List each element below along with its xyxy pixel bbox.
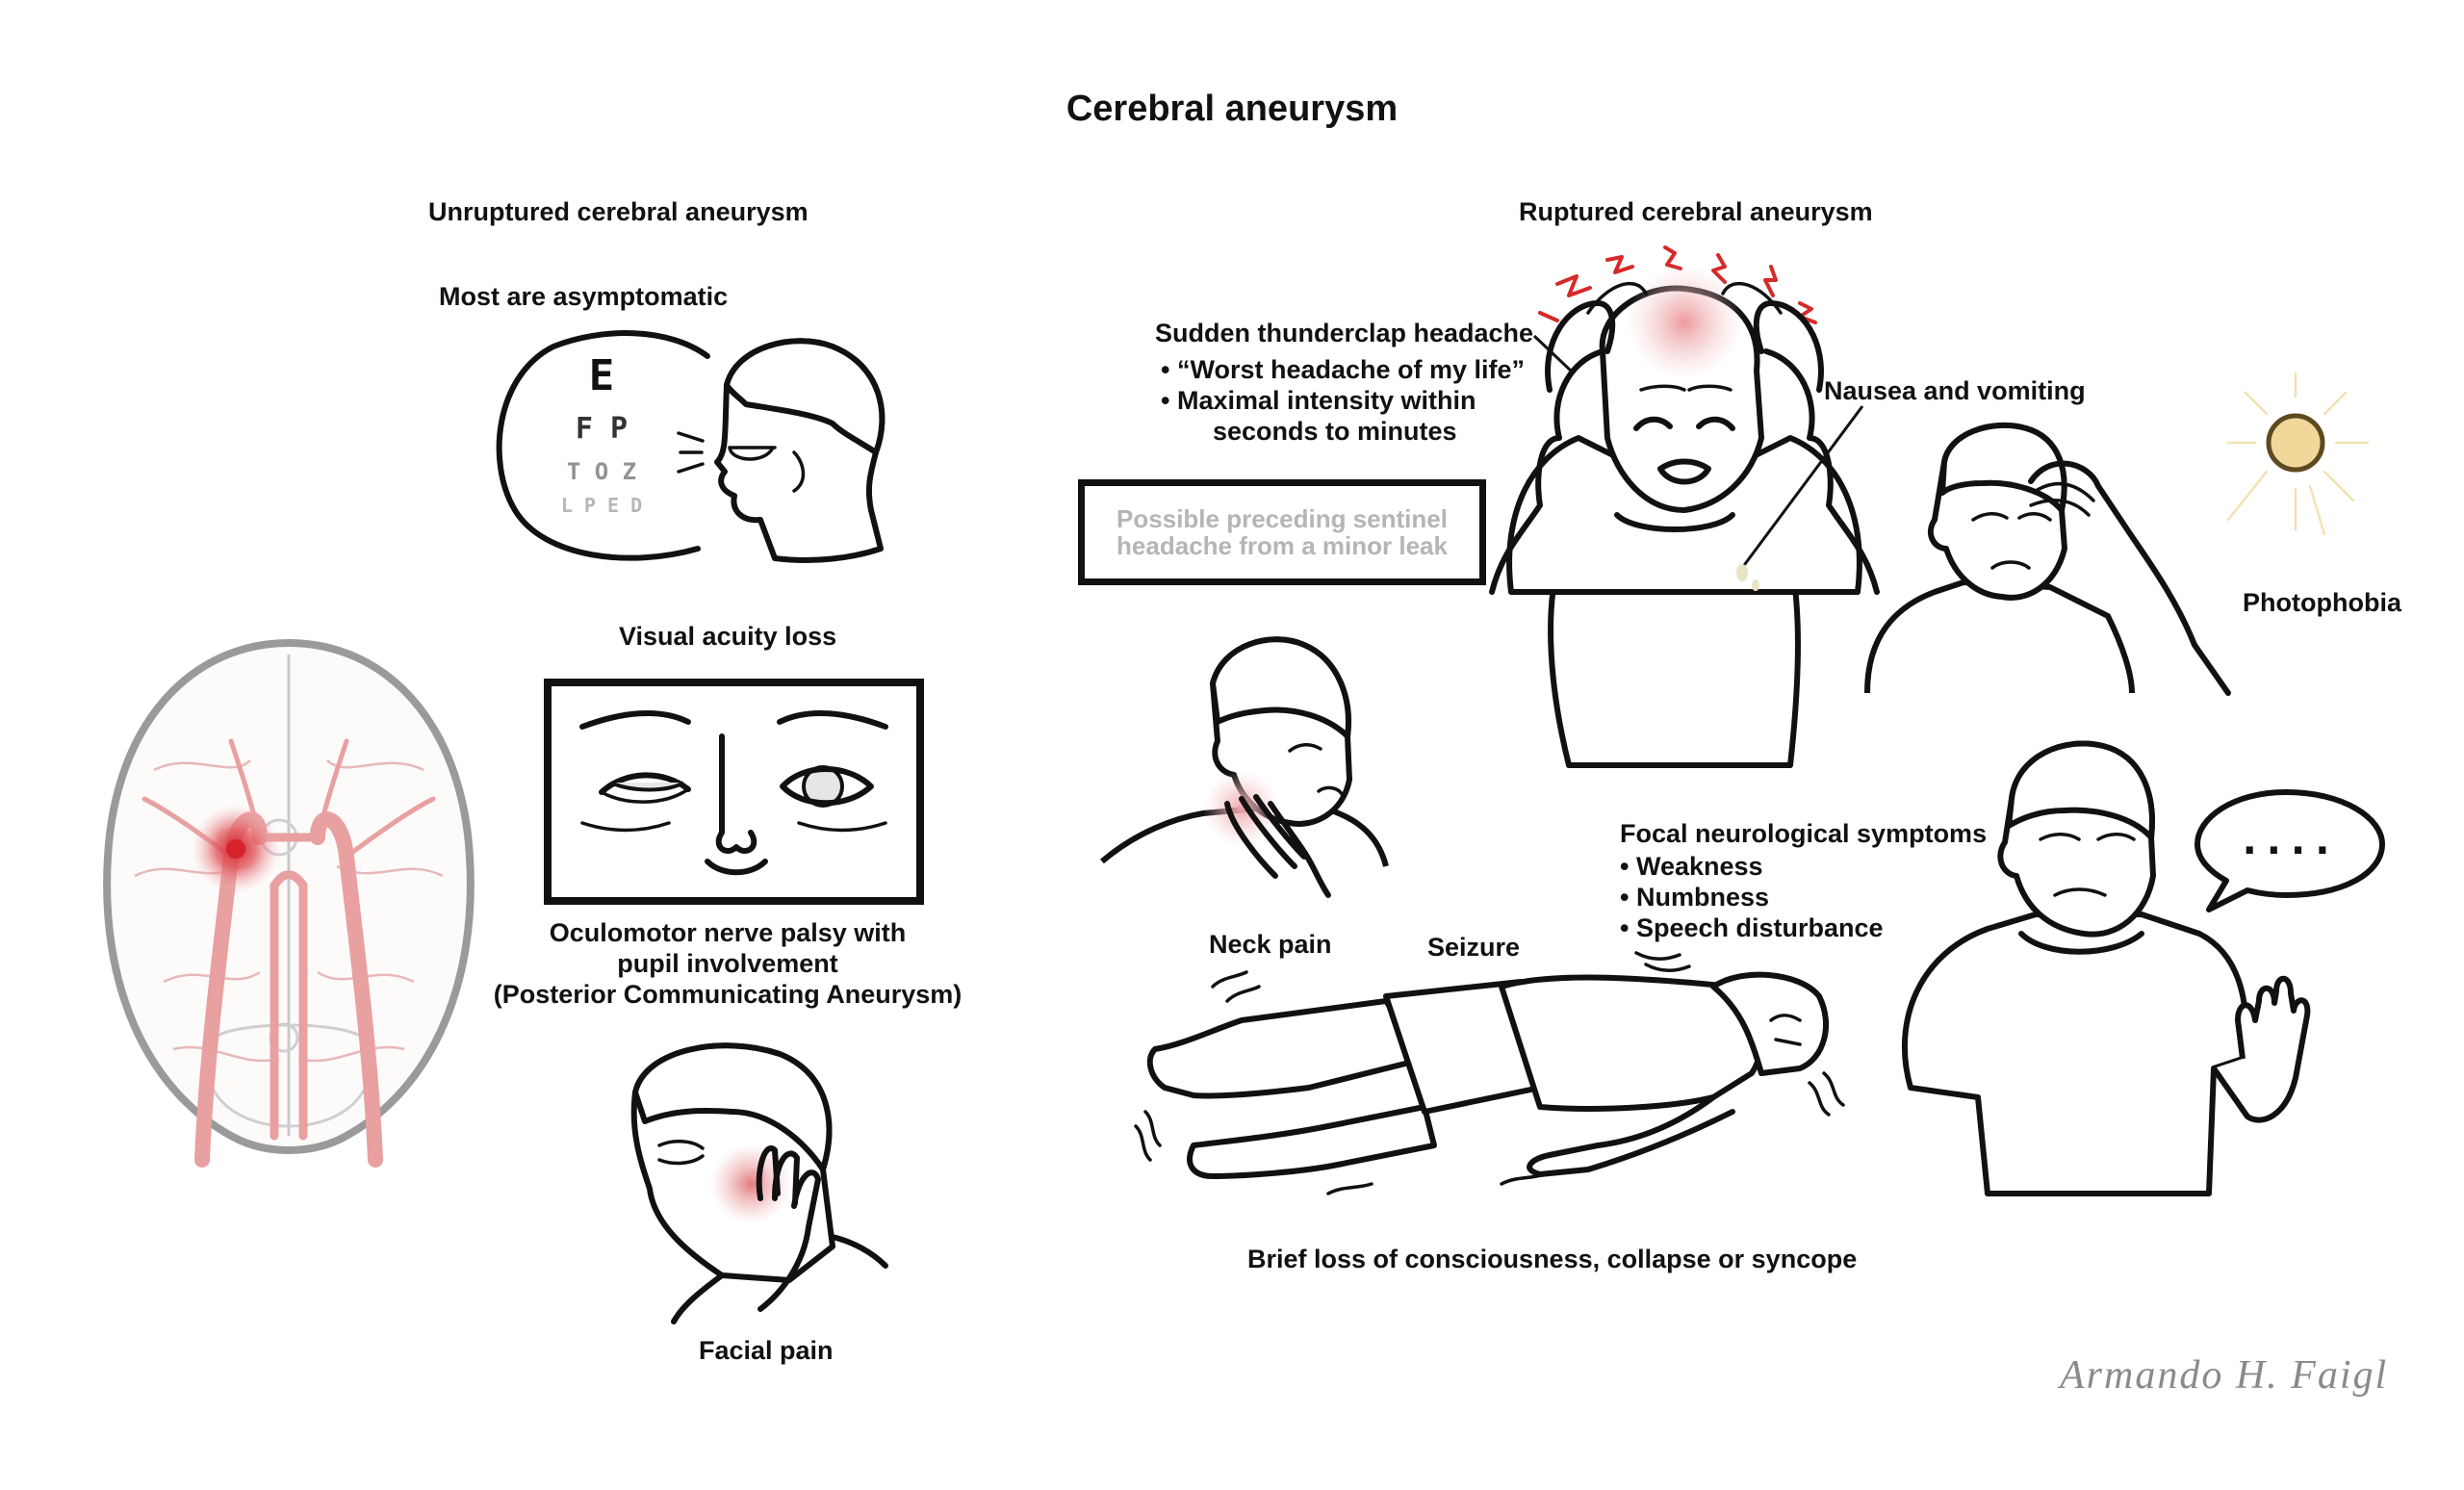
facial-pain-label: Facial pain: [699, 1336, 834, 1365]
seizure-label: Seizure: [1427, 933, 1521, 962]
neck-pain-label: Neck pain: [1209, 930, 1332, 959]
thunderclap-bullet-2: • Maximal intensity within: [1161, 386, 1476, 415]
oculomotor-palsy-illustration: [544, 679, 924, 905]
thunderclap-bullet-3: seconds to minutes: [1213, 417, 1457, 446]
thunderclap-bullet-1: • “Worst headache of my life”: [1161, 355, 1526, 384]
oculomotor-line-1: Oculomotor nerve palsy with: [549, 918, 907, 947]
nausea-pointer: [1736, 405, 1864, 591]
eye-chart-row-1: E: [589, 351, 615, 400]
artist-signature: Armando H. Faigl: [2060, 1353, 2389, 1398]
focal-heading: Focal neurological symptoms: [1620, 819, 1988, 848]
neck-pain-illustration: [1100, 636, 1389, 898]
oculomotor-line-2: pupil involvement: [617, 949, 838, 978]
focal-neuro-illustration: [1901, 740, 2311, 1196]
unruptured-heading: Unruptured cerebral aneurysm: [428, 197, 808, 226]
thunderclap-bullets: • “Worst headache of my life” • Maximal …: [1161, 354, 1525, 447]
brain-base-illustration: [103, 638, 475, 1168]
sentinel-line-1: Possible preceding sentinel: [1116, 504, 1448, 533]
focal-bullet-1: • Weakness: [1620, 852, 1763, 881]
sentinel-box: Possible preceding sentinel headache fro…: [1078, 479, 1486, 585]
focal-bullet-2: • Numbness: [1620, 883, 1769, 912]
eye-chart-row-2: F P: [576, 412, 628, 446]
focal-bullets: • Weakness • Numbness • Speech disturban…: [1620, 851, 1884, 943]
thunderclap-pointer: [1532, 334, 1575, 374]
oculomotor-line-3: (Posterior Communicating Aneurysm): [493, 980, 962, 1009]
page-title: Cerebral aneurysm: [1065, 89, 1399, 129]
loss-of-consciousness-label: Brief loss of consciousness, collapse or…: [1247, 1245, 1858, 1273]
eye-chart-row-4: L P E D: [561, 494, 642, 517]
photophobia-illustration: [1864, 422, 2231, 696]
asymptomatic-label: Most are asymptomatic: [439, 282, 729, 311]
speech-bubble: ....: [2194, 789, 2385, 912]
thunderclap-label: Sudden thunderclap headache: [1155, 319, 1534, 347]
sentinel-line-2: headache from a minor leak: [1116, 531, 1448, 560]
facial-pain-illustration: [630, 1042, 888, 1324]
speech-bubble-text: ....: [2243, 819, 2340, 863]
photophobia-label: Photophobia: [2243, 588, 2401, 617]
thunderclap-headache-illustration: [1489, 245, 1880, 768]
visual-acuity-loss-label: Visual acuity loss: [619, 622, 837, 651]
eye-chart-illustration: E F P T O Z L P E D: [496, 330, 886, 563]
ruptured-heading: Ruptured cerebral aneurysm: [1519, 197, 1873, 226]
focal-bullet-3: • Speech disturbance: [1620, 913, 1884, 942]
nausea-label: Nausea and vomiting: [1824, 376, 2086, 405]
eye-chart-row-3: T O Z: [567, 458, 636, 485]
seizure-illustration: [1134, 951, 1845, 1195]
sun-icon: [2226, 372, 2370, 536]
oculomotor-label: Oculomotor nerve palsy with pupil involv…: [481, 917, 974, 1010]
